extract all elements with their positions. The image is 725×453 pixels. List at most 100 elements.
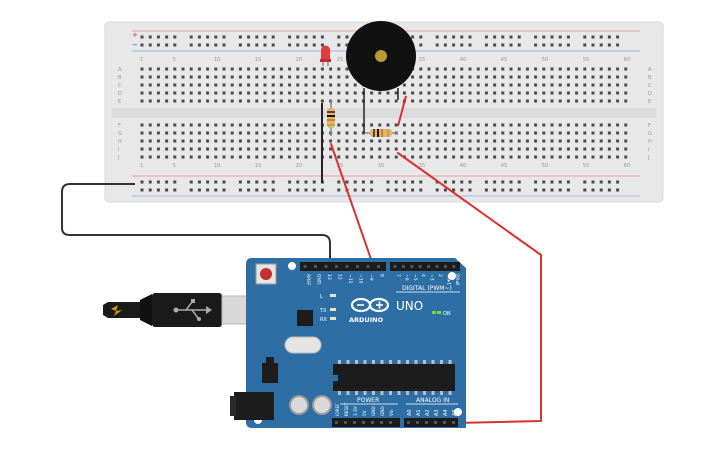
column-number: 50 [542, 163, 548, 169]
analog-pin-label: A1 [416, 409, 422, 416]
row-letter: G [118, 131, 122, 137]
column-number: 35 [419, 57, 425, 63]
power-jack[interactable] [234, 392, 274, 420]
arduino-infinity-logo [350, 297, 390, 313]
led-label: RX [320, 317, 327, 323]
model-label: UNO [396, 299, 423, 313]
analog-pin-label: A0 [407, 409, 413, 416]
row-letter: E [118, 99, 121, 105]
red-led[interactable] [320, 45, 331, 66]
column-number: 5 [173, 163, 176, 169]
power-pin-label: 3.3V [353, 406, 358, 416]
row-letter: A [648, 67, 652, 73]
mount-hole-2 [448, 272, 456, 280]
row-letter: I [648, 147, 649, 153]
column-number: 60 [624, 57, 630, 63]
voltage-regulator-tab [266, 357, 274, 363]
row-letter: E [648, 99, 651, 105]
power-pin-label: GND [380, 406, 385, 416]
resistor-h-band-2 [377, 129, 379, 137]
black-wire-gnd[interactable] [61, 183, 331, 262]
digital-pin-label: GND [316, 274, 322, 285]
digital-pin-label: AREF [305, 274, 311, 286]
digital-label: DIGITAL (PWM~) [402, 285, 452, 292]
red-wire-a5[interactable] [397, 152, 542, 424]
digital-pin-label: ~3 [429, 274, 435, 281]
crystal-oscillator [284, 336, 322, 354]
red-jumper-buzzer[interactable] [397, 95, 407, 127]
analog-label: ANALOG IN [416, 397, 449, 404]
usb-b-port [221, 295, 251, 325]
row-letter: G [648, 131, 652, 137]
digital-header-2[interactable] [390, 262, 460, 271]
mount-hole-4 [454, 408, 462, 416]
column-number: 50 [542, 57, 548, 63]
resistor-v-band-2 [327, 115, 335, 117]
usb-cable[interactable] [103, 293, 251, 327]
row-letter: B [118, 75, 122, 81]
power-pin-label: 5V [362, 410, 367, 416]
usb-strain-relief-tip [103, 302, 140, 318]
column-number: 15 [255, 57, 261, 63]
column-number: 55 [583, 57, 589, 63]
column-number: 45 [501, 163, 507, 169]
analog-header[interactable] [404, 418, 458, 427]
row-letter: C [648, 83, 652, 89]
rail-minus-label: − [132, 41, 138, 49]
usb-icon [173, 299, 212, 321]
column-number: 55 [583, 163, 589, 169]
piezo-buzzer[interactable] [346, 21, 416, 122]
buzzer-center [375, 50, 387, 62]
column-number: 45 [501, 57, 507, 63]
capacitor-1 [289, 395, 309, 415]
digital-pin-label: 8 [379, 274, 385, 277]
usb-strain-relief [140, 294, 152, 326]
resistor-h-band-4 [387, 129, 389, 137]
power-header[interactable] [332, 418, 400, 427]
on-label: ON [443, 311, 451, 317]
column-number: 40 [460, 163, 466, 169]
column-number: 25 [337, 163, 343, 169]
power-pin-label: RESET [344, 402, 349, 416]
atmega-notch [333, 375, 338, 381]
analog-pin-label: A3 [434, 409, 440, 416]
row-letter: F [648, 123, 651, 129]
analog-pin-label: A5 [452, 409, 458, 416]
red-wire-pin9[interactable] [330, 143, 373, 263]
brand-label: ARDUINO [349, 316, 384, 324]
row-letter: I [118, 147, 119, 153]
digital-pin-label: ~9 [368, 274, 374, 281]
led-dome [321, 45, 330, 60]
digital-header-1[interactable] [300, 262, 386, 271]
row-letter: J [647, 155, 649, 161]
power-pin-label: Vin [389, 409, 394, 416]
led-label: TX [319, 308, 327, 314]
digital-pin-label: ~6 [403, 274, 409, 281]
digital-pin-label: ~10 [358, 274, 364, 284]
resistor-v-band-3 [327, 119, 335, 121]
digital-pin-label: TX▸1 [445, 273, 451, 285]
led-label: L [320, 294, 323, 300]
resistor-horizontal[interactable] [364, 129, 398, 137]
digital-pin-label: 4 [420, 274, 426, 277]
column-number: 20 [296, 57, 302, 63]
row-letter: D [648, 91, 652, 97]
status-leds: L TX RX [319, 294, 336, 323]
column-number: 15 [255, 163, 261, 169]
power-pin-label: GND [371, 406, 376, 416]
row-letter: B [648, 75, 652, 81]
row-letter: C [118, 83, 122, 89]
capacitor-2 [312, 395, 332, 415]
power-jack-front [230, 396, 236, 416]
resistor-vertical[interactable] [327, 100, 335, 136]
digital-pin-label: RX◂0 [454, 274, 460, 285]
resistor-h-band-3 [381, 129, 383, 137]
reset-button[interactable] [255, 263, 277, 285]
